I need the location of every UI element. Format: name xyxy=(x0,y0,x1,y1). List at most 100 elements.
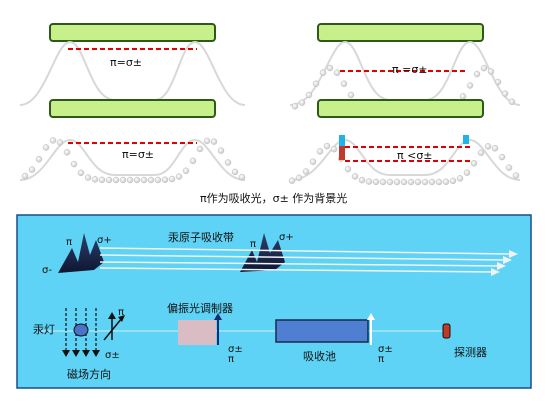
profile-dot xyxy=(133,176,141,184)
profile-dot xyxy=(501,90,509,97)
caption: π作为吸收光，σ± 作为背景光 xyxy=(200,191,347,205)
dotted-profile xyxy=(288,142,520,186)
profile-dot xyxy=(84,174,92,181)
profile-dot xyxy=(466,82,474,89)
absorption-cell xyxy=(275,319,369,343)
pm-label: σ± xyxy=(105,350,120,361)
profile-dot xyxy=(189,157,197,165)
profile-dot xyxy=(91,176,99,183)
band-label: 汞原子吸收带 xyxy=(168,230,234,244)
profile-dot xyxy=(330,145,338,153)
sigma-plus-label-2: σ+ xyxy=(279,232,294,243)
profile-dot xyxy=(98,176,106,184)
lamp-bar xyxy=(317,99,484,118)
profile-dot xyxy=(305,91,313,99)
profile-dot xyxy=(421,178,429,186)
profile-dot xyxy=(203,137,211,145)
profile-dot xyxy=(28,166,36,173)
profile-dot xyxy=(379,178,387,186)
polarization-arrows xyxy=(103,316,123,341)
profile-dot xyxy=(291,102,299,110)
mod-sigma-label: σ± xyxy=(228,344,243,355)
profile-dot xyxy=(508,98,516,106)
panel-mid-right: π <σ± xyxy=(288,99,521,186)
profile-dot xyxy=(435,178,443,186)
cell-sigma-label: σ± xyxy=(378,344,393,355)
panel-top-left: π=σ± xyxy=(19,23,246,106)
lamp-label: 汞灯 xyxy=(33,323,55,336)
profile-dot xyxy=(323,142,331,150)
profile-dot xyxy=(21,172,29,180)
profile-dot xyxy=(231,168,239,176)
absorption-profile xyxy=(19,138,246,181)
pi-label-2: π xyxy=(250,239,256,250)
profile-dot xyxy=(295,174,303,182)
profile-dot xyxy=(477,149,485,156)
field-label: 磁场方向 xyxy=(67,367,111,381)
bottom-panel: π σ+ σ- π σ+ 汞原子吸收带 汞灯 π σ± xyxy=(16,214,532,389)
panel-mid-left: π=σ± xyxy=(19,99,246,184)
sigma-minus-label: σ- xyxy=(42,265,52,276)
profile-dot xyxy=(326,64,334,72)
profile-dot xyxy=(456,175,464,182)
modulator-label: 偏振光调制器 xyxy=(167,301,233,315)
profile-dot xyxy=(154,176,162,184)
cell-pi-label: π xyxy=(378,354,384,365)
panel-label: π=σ± xyxy=(122,148,154,161)
profile-dot xyxy=(288,177,296,184)
profile-dot xyxy=(463,169,471,176)
mercury-lamp-icon xyxy=(73,323,89,337)
profile-dot xyxy=(210,138,218,145)
profile-dot xyxy=(340,80,348,87)
profile-dot xyxy=(35,155,43,163)
profile-dot xyxy=(344,165,352,173)
panel-label: π =σ± xyxy=(392,63,428,76)
profile-dot xyxy=(298,99,306,106)
profile-dot xyxy=(119,176,127,184)
profile-dot xyxy=(498,153,506,161)
profile-dot xyxy=(505,164,513,171)
absorption-profile xyxy=(19,40,246,106)
profile-dot xyxy=(105,176,113,184)
profile-dot xyxy=(302,168,310,175)
profile-dot xyxy=(63,149,71,156)
profile-dot xyxy=(309,158,317,165)
profile-dot xyxy=(372,178,380,186)
profile-dot xyxy=(351,173,359,180)
profile-dot xyxy=(449,177,457,185)
panel-top-right: π =σ± xyxy=(289,23,521,112)
profile-dot xyxy=(49,137,57,144)
profile-dot xyxy=(428,178,436,186)
profile-dot xyxy=(238,173,246,181)
profile-dot xyxy=(224,159,232,166)
profile-dot xyxy=(333,69,341,76)
pi-arrow-head xyxy=(108,312,116,319)
profile-dot xyxy=(512,172,520,179)
profile-dot xyxy=(487,68,495,75)
profile-dot xyxy=(400,178,408,186)
profile-dot xyxy=(319,69,327,76)
sigma-plus-label-1: σ+ xyxy=(97,235,112,246)
detector-label: 探测器 xyxy=(454,346,487,359)
profile-dot xyxy=(473,70,481,78)
profile-dot xyxy=(393,178,401,186)
profile-dot xyxy=(126,176,134,184)
mod-pi-label: π xyxy=(228,354,234,365)
profile-dot xyxy=(491,144,499,152)
red-marker-left xyxy=(339,146,345,160)
profile-dot xyxy=(147,176,155,184)
cyan-marker-left xyxy=(339,135,345,146)
cyan-marker-right xyxy=(463,135,469,144)
profile-dot xyxy=(196,145,204,153)
profile-dot xyxy=(42,144,50,151)
panel-label: π=σ± xyxy=(110,56,142,69)
profile-dot xyxy=(175,173,183,180)
diag-arrow-head xyxy=(118,315,125,322)
modulator-arrow-head xyxy=(214,313,222,320)
profile-dot xyxy=(407,178,415,186)
spectral-peaks-2 xyxy=(240,233,285,272)
profile-dot xyxy=(480,64,488,72)
profile-dot xyxy=(161,176,169,184)
cell-label: 吸收池 xyxy=(303,349,336,363)
pi-label-1: π xyxy=(66,237,72,248)
